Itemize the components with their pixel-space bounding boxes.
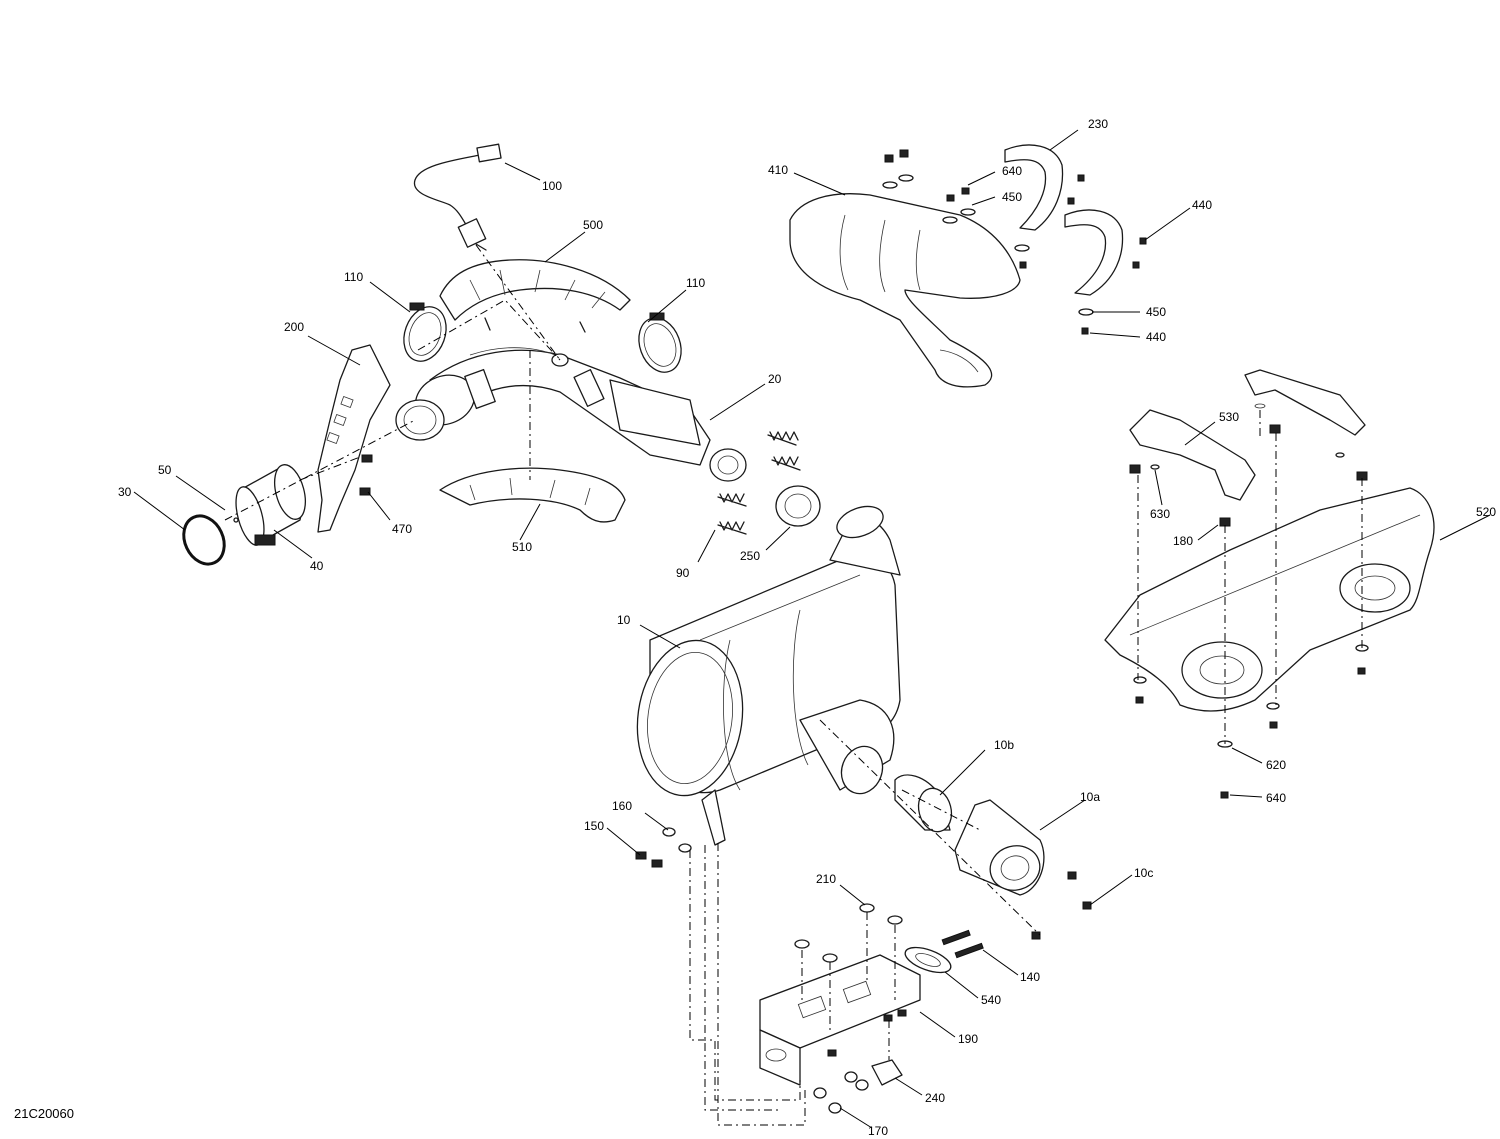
outlet-cone [894,774,953,833]
bolts-10c [1031,871,1092,940]
callout-110-left: 110 [344,270,363,284]
callout-440-bottom: 440 [1146,330,1166,344]
callout-170: 170 [868,1124,888,1138]
hardware-150-160 [635,827,692,868]
callout-620: 620 [1266,758,1286,772]
nuts-170 [813,1087,842,1114]
callout-250: 250 [740,549,760,563]
callout-440-top: 440 [1192,198,1212,212]
callout-90: 90 [676,566,690,580]
callout-10: 10 [617,613,631,627]
drawing-code: 21C20060 [14,1106,74,1121]
hardware-410 [882,149,1147,335]
callout-20: 20 [768,372,782,386]
callout-240: 240 [925,1091,945,1105]
lower-heat-shield [439,467,626,523]
mounting-bracket [317,344,391,533]
callout-520: 520 [1476,505,1496,519]
callout-200: 200 [284,320,304,334]
callout-630: 630 [1150,507,1170,521]
callout-640-bottom: 640 [1266,791,1286,805]
callout-160: 160 [612,799,632,813]
callout-510: 510 [512,540,532,554]
tail-piece [954,799,1045,896]
muffler-upper-shield [789,193,1021,388]
right-assembly-guides [1137,410,1363,744]
callout-110-right: 110 [686,276,705,290]
callout-180: 180 [1173,534,1193,548]
bolts-140 [941,929,984,959]
coupler-sleeve [235,464,306,546]
callout-10c: 10c [1134,866,1153,880]
oxygen-sensor [414,143,502,251]
clamp-left [403,302,447,362]
callout-190: 190 [958,1032,978,1046]
exhaust-header-pipe [395,347,747,482]
callout-230: 230 [1088,117,1108,131]
callout-450-bottom: 450 [1146,305,1166,319]
callout-140: 140 [1020,970,1040,984]
callout-540: 540 [981,993,1001,1007]
block-240 [844,1059,903,1091]
heat-shield-bracket [1129,369,1368,527]
callout-50: 50 [158,463,172,477]
springs [717,431,801,535]
callout-640-top: 640 [1002,164,1022,178]
assembly-guide-lines [224,244,1041,1126]
callout-410: 410 [768,163,788,177]
callout-450-top: 450 [1002,190,1022,204]
callout-500: 500 [583,218,603,232]
leader-lines [133,129,1491,1129]
bolts-470 [359,454,373,496]
mounting-plate [759,954,921,1086]
plate-hardware [827,1009,907,1057]
upper-heat-shield [439,259,631,333]
muffler [636,505,901,846]
callout-30: 30 [118,485,132,499]
callout-150: 150 [584,819,604,833]
callout-10a: 10a [1080,790,1100,804]
studs-210 [794,903,903,963]
ring-gasket [182,514,226,566]
rubber-bushing [904,946,952,974]
ring-gasket-250 [775,485,821,527]
callout-40: 40 [310,559,324,573]
large-heat-shield [1104,487,1435,712]
callout-100: 100 [542,179,562,193]
callout-210: 210 [816,872,836,886]
callout-labels: 100 500 110 110 200 20 50 30 40 470 510 … [118,117,1496,1138]
callout-530: 530 [1219,410,1239,424]
small-washer [233,517,239,523]
clamp-right [638,312,682,373]
muffler-straps [1004,144,1124,296]
callout-470: 470 [392,522,412,536]
callout-10b: 10b [994,738,1014,752]
